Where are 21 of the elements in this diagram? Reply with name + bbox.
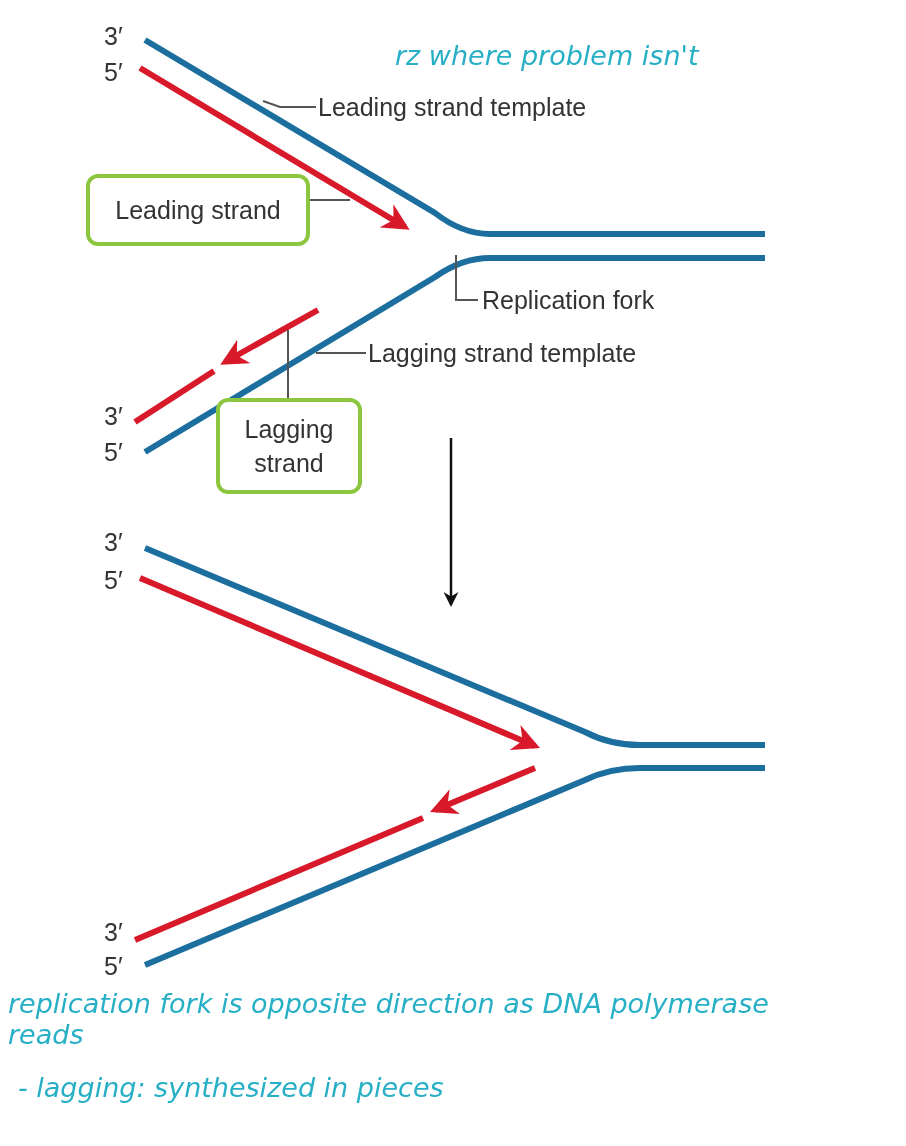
leader-line <box>315 352 367 354</box>
strand-end-label: 3′ <box>104 528 123 557</box>
label-box: Leading strand <box>86 174 310 246</box>
handwritten-note: replication fork is opposite direction as DNA polymerase reads <box>8 988 770 1050</box>
strand-end-label: 5′ <box>104 58 123 87</box>
strand-end-label: 5′ <box>104 952 123 981</box>
strand-end-label: 5′ <box>104 438 123 467</box>
label-box: Lagging strand <box>216 398 362 494</box>
handwritten-note: rz where problem isn't <box>395 40 699 71</box>
strand-end-label: 5′ <box>104 566 123 595</box>
leader-line <box>309 199 351 201</box>
strand-end-label: 3′ <box>104 918 123 947</box>
strand-end-label: 3′ <box>104 402 123 431</box>
callout-label: Replication fork <box>482 283 655 317</box>
callout-label: Lagging strand template <box>368 336 637 370</box>
handwritten-note: - lagging: synthesized in pieces <box>18 1072 444 1103</box>
leader-line <box>455 254 479 301</box>
strand-end-label: 3′ <box>104 22 123 51</box>
callout-label: Leading strand template <box>318 90 587 124</box>
leader-line <box>262 100 317 108</box>
leader-line <box>287 329 289 399</box>
